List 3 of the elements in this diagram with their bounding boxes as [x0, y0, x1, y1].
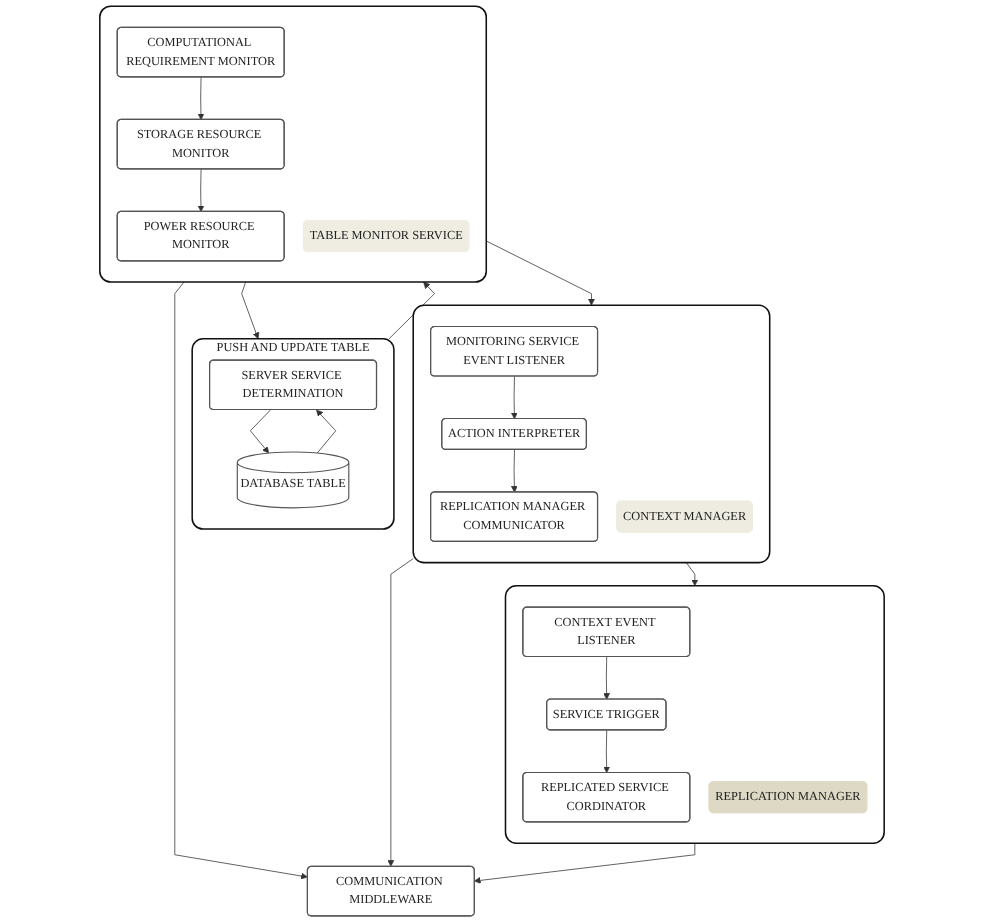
cluster	[99, 5, 488, 283]
cluster	[412, 304, 771, 564]
cluster	[504, 585, 885, 844]
